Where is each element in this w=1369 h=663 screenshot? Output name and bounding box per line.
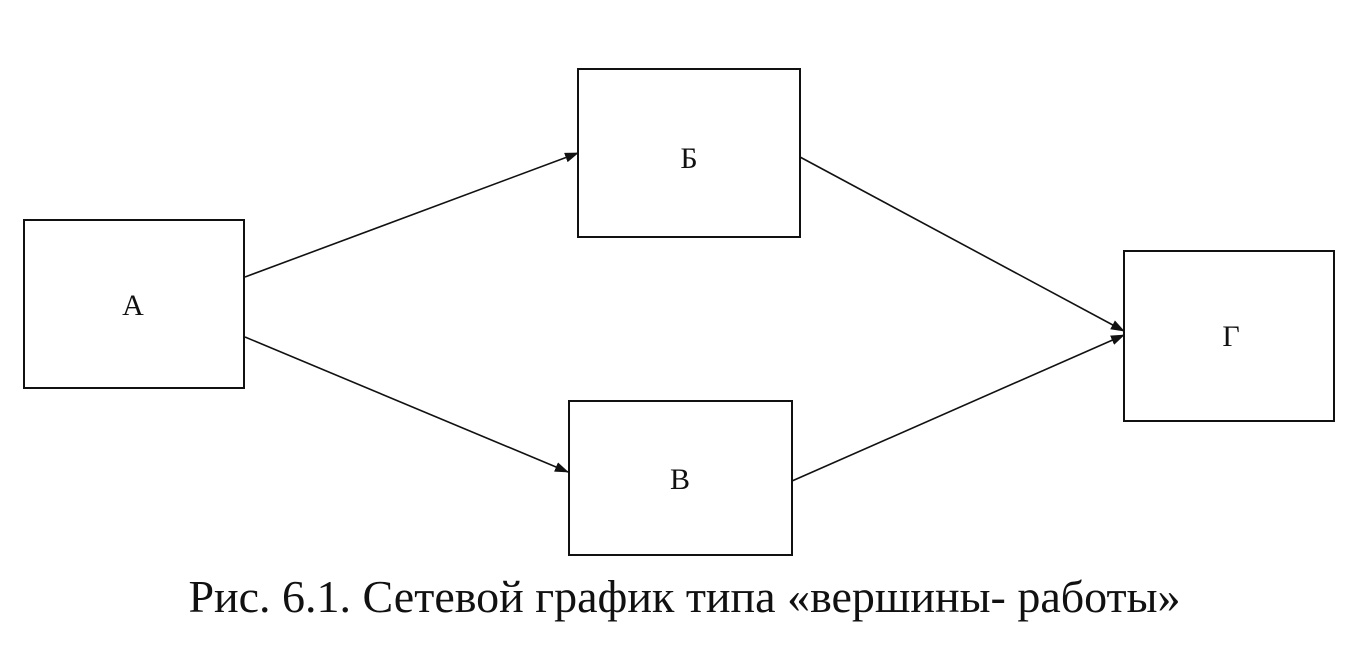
node-b-label: Б	[680, 142, 697, 175]
figure-caption: Рис. 6.1. Сетевой график типа «вершины- …	[188, 571, 1181, 622]
node-v: В	[568, 400, 793, 556]
edge-v-to-g	[791, 334, 1125, 482]
node-a-label: А	[122, 289, 144, 322]
node-a: А	[23, 219, 245, 389]
node-b: Б	[577, 68, 801, 238]
edge-b-to-g	[799, 156, 1125, 332]
edge-a-to-b	[244, 152, 579, 278]
edge-a-to-v	[244, 336, 569, 473]
node-v-label: В	[670, 463, 690, 496]
node-g: Г	[1123, 250, 1335, 422]
node-g-label: Г	[1222, 320, 1239, 353]
